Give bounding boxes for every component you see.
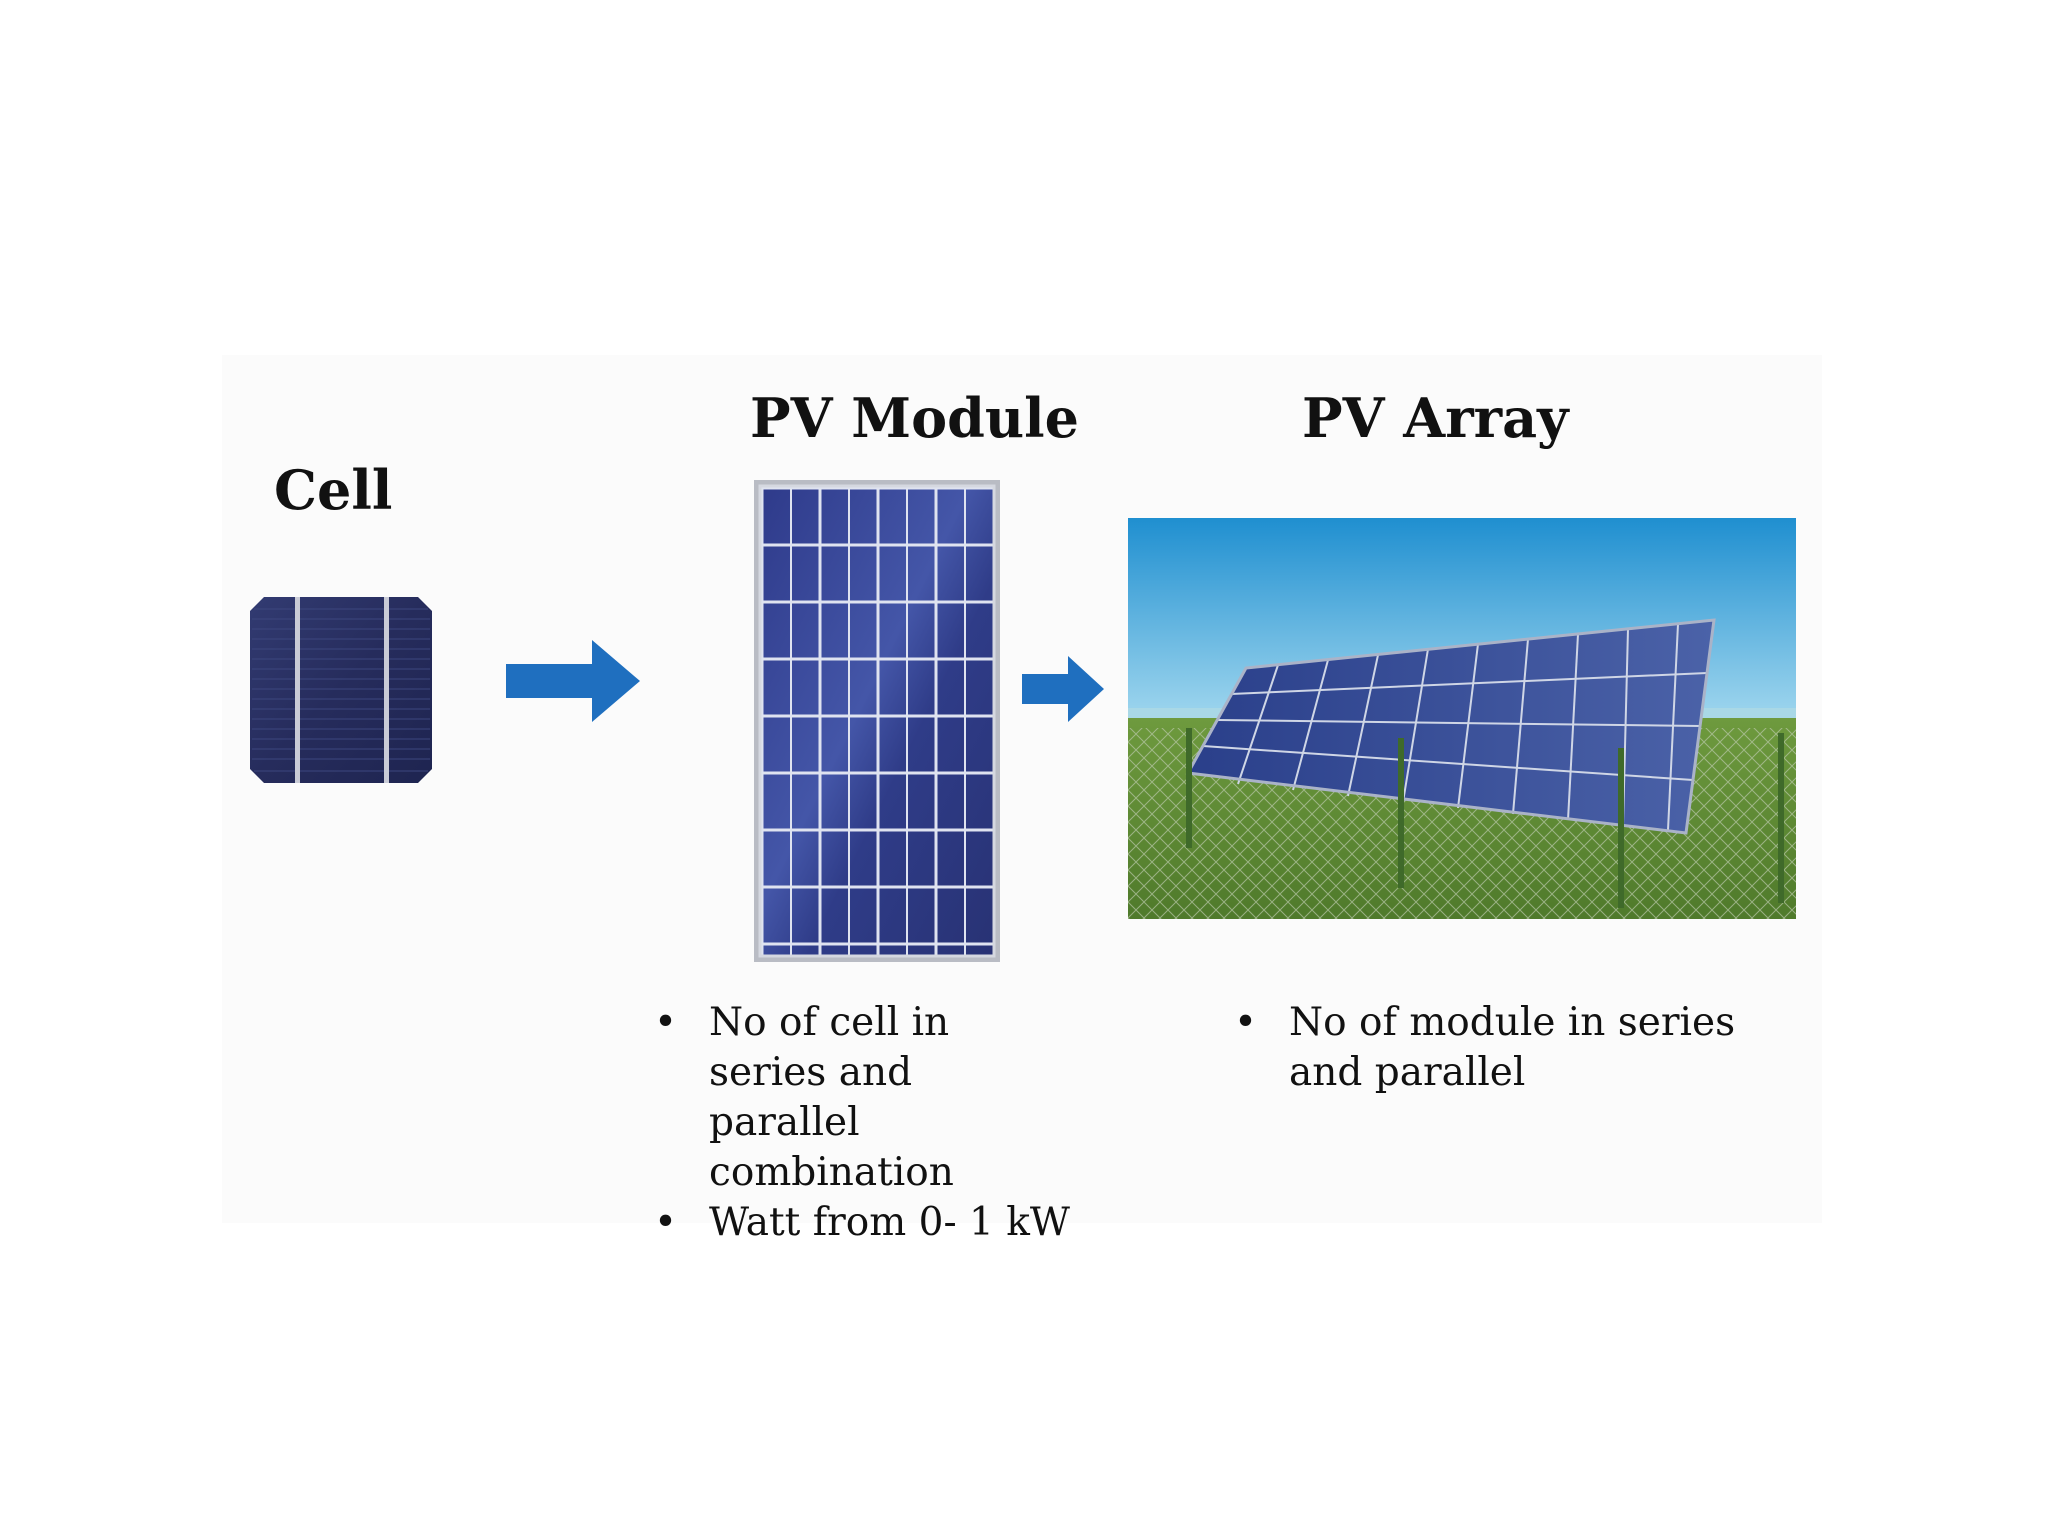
bullet-marker: • (654, 1000, 678, 1045)
bullet-text: No of cell in series and parallel combin… (709, 1000, 954, 1195)
bullet-item: • Watt from 0- 1 kW (654, 1198, 1074, 1248)
pv-array-image (1128, 518, 1796, 919)
pv-module-heading: PV Module (750, 386, 1079, 450)
right-arrow-icon (506, 640, 640, 722)
bullet-item: • No of module in series and parallel (1234, 998, 1814, 1098)
bullet-text: Watt from 0- 1 kW (709, 1200, 1070, 1245)
pv-array-heading: PV Array (1302, 386, 1569, 450)
bullet-text: No of module in series and parallel (1289, 1000, 1736, 1095)
right-arrow-icon (1022, 656, 1104, 722)
solar-cell-image (250, 597, 432, 783)
pv-module-image (754, 480, 1000, 962)
pv-module-bullet-list: • No of cell in series and parallel comb… (654, 998, 1074, 1248)
pv-array-bullet-list: • No of module in series and parallel (1234, 998, 1814, 1098)
cell-heading: Cell (274, 458, 393, 522)
bullet-marker: • (1234, 1000, 1258, 1045)
bullet-item: • No of cell in series and parallel comb… (654, 998, 1074, 1198)
bullet-marker: • (654, 1200, 678, 1245)
